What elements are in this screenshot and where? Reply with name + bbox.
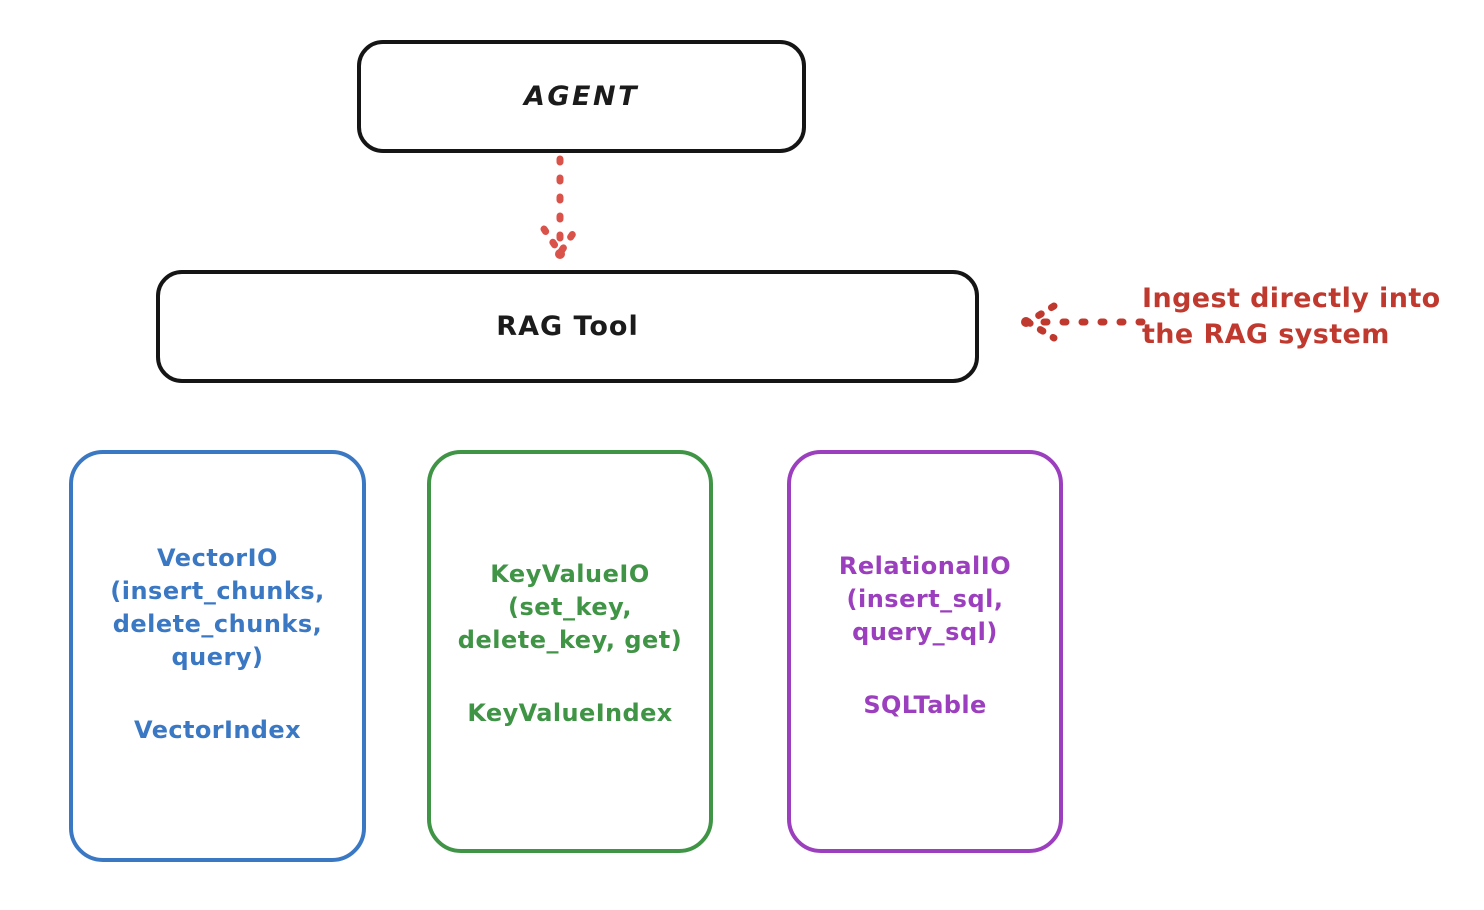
node-rag-tool-label: RAG Tool xyxy=(496,310,639,342)
node-agent[interactable]: AGENT xyxy=(357,40,806,153)
node-relational-io[interactable]: RelationalIO (insert_sql, query_sql) SQL… xyxy=(787,450,1063,853)
connector-ingest-arrow-icon xyxy=(1021,302,1146,342)
node-agent-label: AGENT xyxy=(523,80,639,112)
annotation-ingest-text: Ingest directly into the RAG system xyxy=(1142,283,1441,351)
node-vector-io-sublabel: VectorIndex xyxy=(134,716,301,745)
node-key-value-io[interactable]: KeyValueIO (set_key, delete_key, get) Ke… xyxy=(427,450,713,853)
connector-agent-to-rag-tool-icon xyxy=(540,155,580,259)
node-vector-io[interactable]: VectorIO (insert_chunks, delete_chunks, … xyxy=(69,450,366,862)
node-relational-io-label: RelationalIO (insert_sql, query_sql) xyxy=(838,552,1012,647)
node-vector-io-label: VectorIO (insert_chunks, delete_chunks, … xyxy=(110,544,325,672)
node-key-value-io-label: KeyValueIO (set_key, delete_key, get) xyxy=(457,560,683,655)
node-relational-io-sublabel: SQLTable xyxy=(863,691,987,720)
node-rag-tool[interactable]: RAG Tool xyxy=(156,270,979,383)
node-key-value-io-sublabel: KeyValueIndex xyxy=(467,699,673,728)
